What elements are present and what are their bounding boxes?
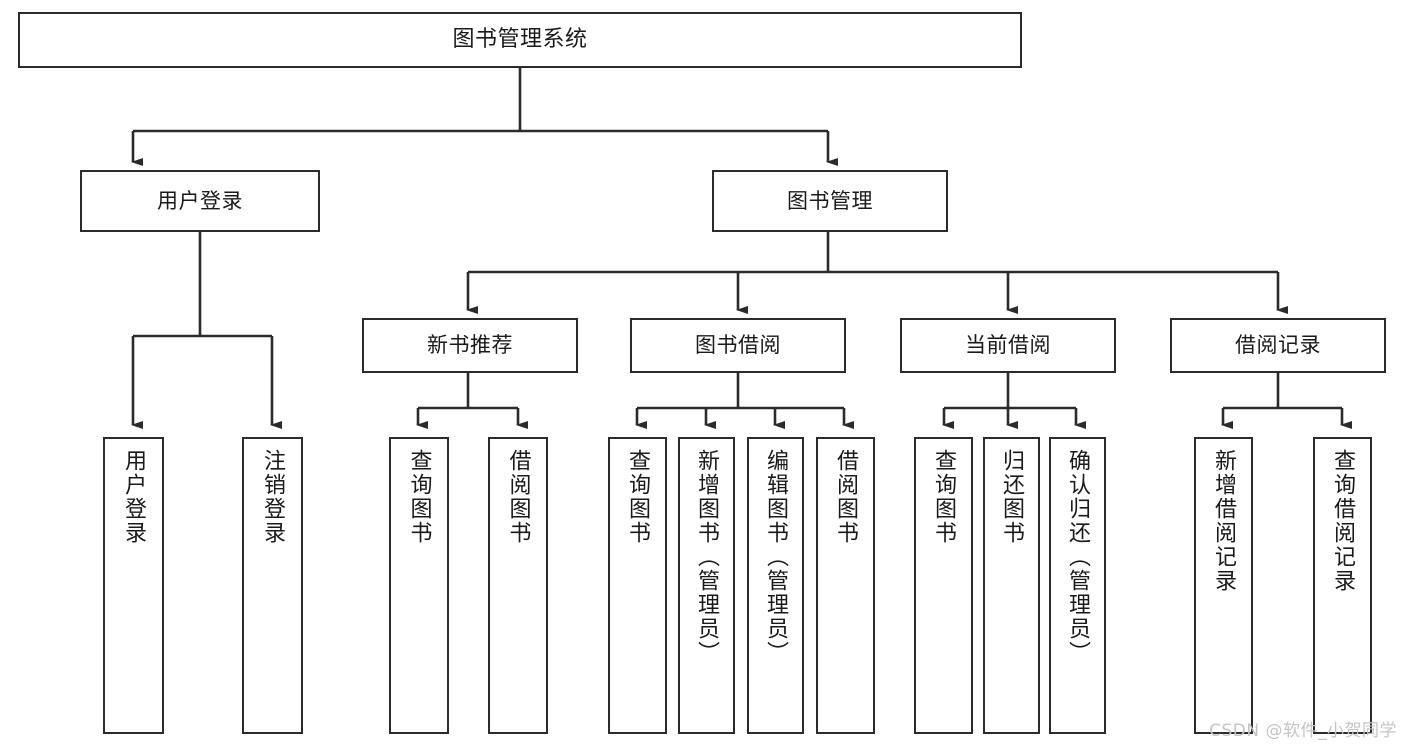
node-leaf-query-book-2-label: 查询图书 [625,449,651,545]
node-leaf-user-logout[interactable]: 注销登录 [242,437,303,734]
node-current-borrow-label: 当前借阅 [965,333,1051,358]
node-borrow-record-label: 借阅记录 [1235,333,1321,358]
node-leaf-query-book-3-label: 查询图书 [931,449,957,545]
node-leaf-query-book-2[interactable]: 查询图书 [608,437,667,734]
node-book-borrow-label: 图书借阅 [695,333,781,358]
node-leaf-user-login-label: 用户登录 [121,449,147,545]
node-new-book-recommend[interactable]: 新书推荐 [362,318,578,373]
node-leaf-borrow-book-2-label: 借阅图书 [833,449,859,545]
node-leaf-query-book-3[interactable]: 查询图书 [914,437,973,734]
node-leaf-confirm-return[interactable]: 确认归还（管理员） [1049,437,1106,734]
node-leaf-add-book[interactable]: 新增图书（管理员） [678,437,735,734]
node-leaf-borrow-book-1[interactable]: 借阅图书 [488,437,548,734]
csdn-watermark: CSDN @软件_小贺同学 [1209,721,1397,741]
node-book-manage-label: 图书管理 [787,188,873,213]
node-leaf-borrow-book-1-label: 借阅图书 [505,449,531,545]
node-leaf-return-book[interactable]: 归还图书 [983,437,1040,734]
node-new-book-recommend-label: 新书推荐 [427,333,513,358]
node-leaf-edit-book[interactable]: 编辑图书（管理员） [747,437,804,734]
node-leaf-confirm-return-label: 确认归还（管理员） [1065,449,1091,665]
node-leaf-add-record-label: 新增借阅记录 [1211,449,1237,593]
node-user-login[interactable]: 用户登录 [80,170,320,232]
node-leaf-add-book-label: 新增图书（管理员） [694,449,720,665]
node-current-borrow[interactable]: 当前借阅 [900,318,1116,373]
node-book-borrow[interactable]: 图书借阅 [630,318,846,373]
node-leaf-edit-book-label: 编辑图书（管理员） [763,449,789,665]
node-borrow-record[interactable]: 借阅记录 [1170,318,1386,373]
node-leaf-add-record[interactable]: 新增借阅记录 [1194,437,1253,734]
node-leaf-query-record[interactable]: 查询借阅记录 [1313,437,1372,734]
node-book-manage[interactable]: 图书管理 [712,170,948,232]
node-leaf-query-book-1[interactable]: 查询图书 [389,437,449,734]
node-leaf-query-book-1-label: 查询图书 [406,449,432,545]
node-user-login-label: 用户登录 [157,188,243,213]
node-leaf-user-logout-label: 注销登录 [260,449,286,545]
node-leaf-borrow-book-2[interactable]: 借阅图书 [816,437,875,734]
node-leaf-user-login[interactable]: 用户登录 [103,437,164,734]
node-root[interactable]: 图书管理系统 [18,12,1022,68]
node-leaf-query-record-label: 查询借阅记录 [1330,449,1356,593]
node-root-label: 图书管理系统 [452,27,588,53]
node-leaf-return-book-label: 归还图书 [999,449,1025,545]
